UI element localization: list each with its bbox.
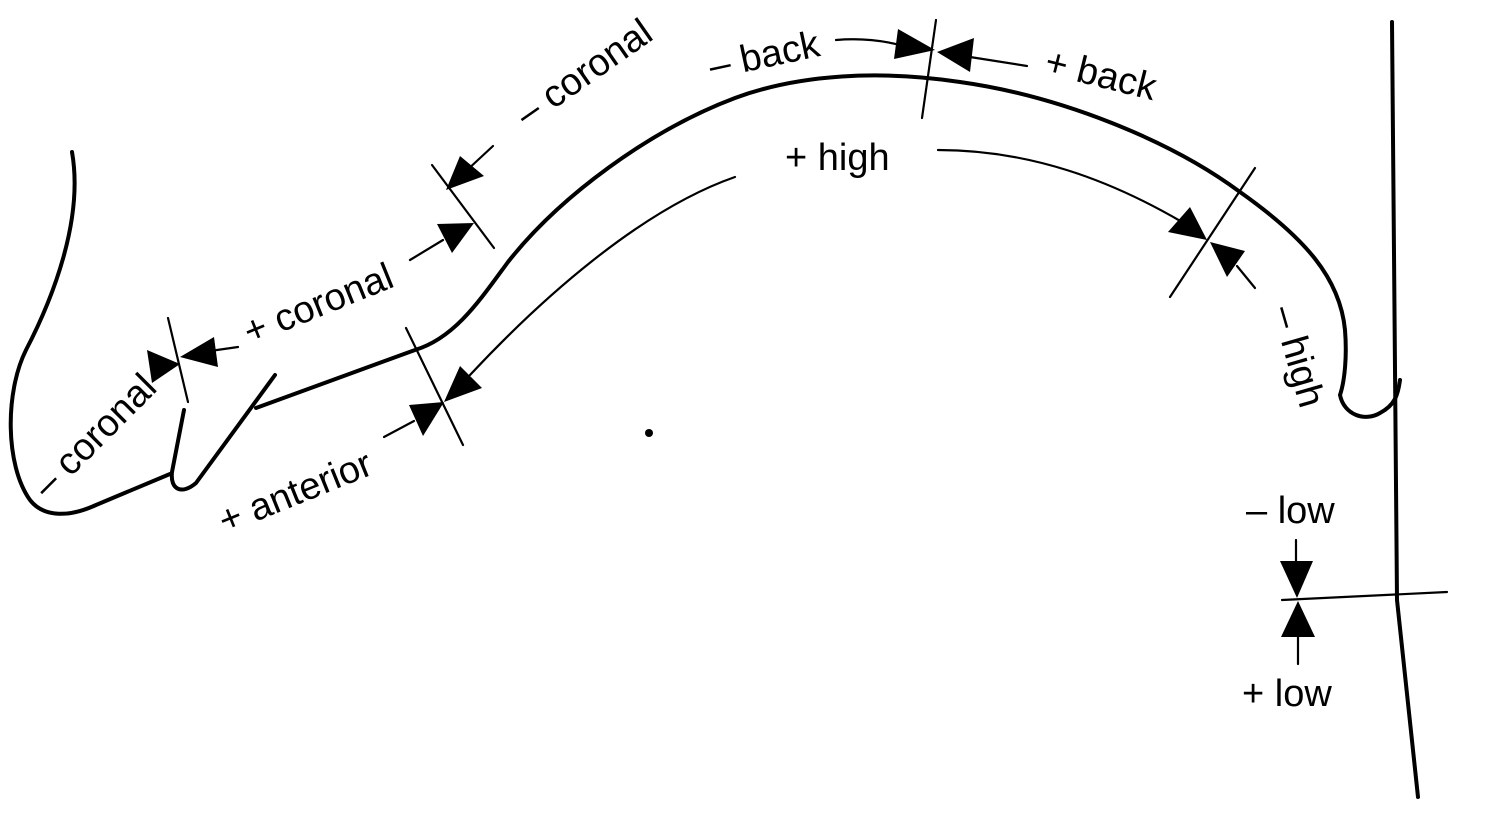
palate-outline: [254, 73, 1402, 419]
label-minus-back: – back: [705, 23, 824, 88]
arrowhead-plus-coronal: [180, 337, 218, 367]
boundary-tick-anterior: [404, 326, 465, 447]
label-plus-back: + back: [1041, 41, 1162, 109]
boundary-tick-alveolar: [430, 163, 496, 250]
arrow-plus-back-stem: [968, 55, 1029, 68]
upper-lip-outline: [8, 150, 172, 516]
reference-dot: [645, 429, 653, 437]
boundary-tick-velum: [1168, 166, 1257, 299]
arrow-plus-high-left-curve: [468, 175, 737, 377]
boundary-tick-lips: [166, 316, 190, 404]
label-plus-low: + low: [1242, 673, 1332, 715]
label-minus-low: – low: [1246, 490, 1335, 532]
arrowhead-plus-anterior: [409, 402, 444, 436]
arrowhead-plus-back: [937, 38, 974, 72]
label-plus-anterior: + anterior: [213, 443, 379, 543]
arrowhead-plus-low: [1281, 601, 1315, 637]
arrow-plus-anterior-stem: [382, 419, 416, 439]
label-minus-high: – high: [1263, 301, 1332, 412]
arrow-plus-high-right-curve: [936, 148, 1184, 224]
label-plus-high: + high: [785, 137, 890, 179]
arrowhead-plus-high-right: [1168, 207, 1207, 240]
boundary-tick-back: [920, 18, 938, 120]
arrowhead-minus-high: [1210, 242, 1245, 277]
boundary-tick-low: [1280, 590, 1449, 602]
arrowhead-minus-coronal-lips: [147, 350, 180, 383]
arrow-minus-high-stem: [1235, 264, 1257, 290]
arrowhead-plus-high-left: [444, 366, 482, 402]
arrowhead-minus-back: [894, 29, 935, 59]
upper-incisor-outline: [169, 373, 277, 492]
arrow-plus-coronal-right-stem: [408, 238, 445, 262]
arrowhead-plus-coronal-right: [437, 223, 474, 253]
arrowhead-minus-low: [1280, 561, 1313, 598]
label-plus-coronal: + coronal: [238, 255, 400, 353]
arrow-minus-back-stem: [834, 38, 902, 47]
pharyngeal-wall-line: [1390, 20, 1420, 799]
arrowhead-minus-coronal-top: [446, 156, 484, 190]
label-minus-coronal-top: – coronal: [508, 11, 660, 135]
